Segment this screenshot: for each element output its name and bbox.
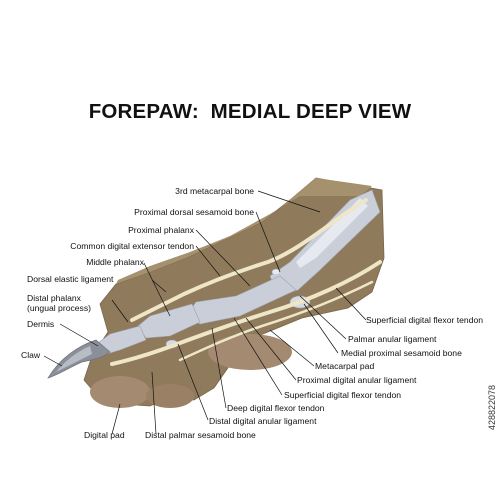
digital-pad-2	[146, 384, 194, 408]
metacarpal-bone-highlight	[296, 198, 368, 268]
label-distal-palmar-sesamoid-bone: Distal palmar sesamoid bone	[145, 430, 256, 440]
label-digital-pad: Digital pad	[84, 430, 125, 440]
extensor-tendon	[130, 198, 368, 322]
leader-lines	[43, 190, 367, 435]
label-common-digital-extensor-tendon: Common digital extensor tendon	[70, 241, 194, 251]
stock-id: 428822078	[487, 385, 497, 431]
label-proximal-phalanx: Proximal phalanx	[128, 225, 194, 235]
label-distal-digital-anular-ligament: Distal digital anular ligament	[209, 416, 317, 426]
label-superficial-digital-flexor-tendon: Superficial digital flexor tendon	[366, 315, 484, 325]
diagram-title: FOREPAW: MEDIAL DEEP VIEW	[88, 100, 412, 123]
metacarpal-pad	[208, 334, 292, 370]
label-deep-digital-flexor-tendon: Deep digital flexor tendon	[227, 403, 325, 413]
label-claw: Claw	[21, 350, 41, 360]
middle-phalanx	[137, 303, 201, 339]
label-3rd-metacarpal-bone: 3rd metacarpal bone	[175, 186, 254, 196]
skin-highlight	[116, 178, 372, 284]
label-proximal-dorsal-sesamoid-bone: Proximal dorsal sesamoid bone	[134, 207, 254, 217]
label-medial-proximal-sesamoid-bone: Medial proximal sesamoid bone	[341, 348, 462, 358]
flexor-tendon	[110, 260, 382, 366]
label-dorsal-elastic-ligament: Dorsal elastic ligament	[27, 274, 114, 284]
label-palmar-anular-ligament: Palmar anular ligament	[348, 334, 437, 344]
label-dermis: Dermis	[27, 319, 55, 329]
digital-pad	[90, 376, 150, 408]
label-distal-phalanx: Distal phalanx	[27, 293, 81, 303]
label-metacarpal-pad: Metacarpal pad	[315, 361, 375, 371]
label-ungual-process: (ungual process)	[27, 303, 92, 313]
label-middle-phalanx: Middle phalanx	[86, 257, 144, 267]
label-proximal-digital-anular-ligament: Proximal digital anular ligament	[297, 375, 417, 385]
claw-highlight	[56, 346, 92, 372]
deep-flexor-tendon	[178, 280, 374, 362]
label-superficial-digital-flexor-tendon-2: Superficial digital flexor tendon	[284, 390, 402, 400]
